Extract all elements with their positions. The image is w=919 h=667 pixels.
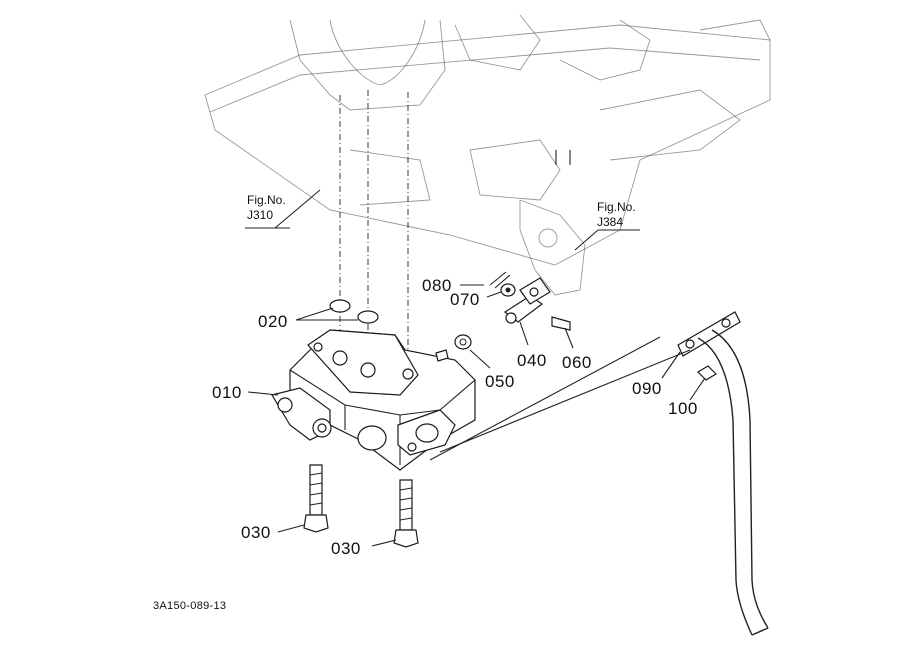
part-label-040: 040 <box>517 351 547 370</box>
drawing-code: 3A150-089-13 <box>153 600 227 612</box>
linkage-parts <box>454 271 571 350</box>
part-label-090: 090 <box>632 379 662 398</box>
pipe-flange <box>677 311 741 357</box>
part-label-050: 050 <box>485 372 515 391</box>
bolt-right <box>393 479 419 548</box>
housing-background <box>204 14 771 296</box>
pipe-bolt-100 <box>697 365 717 381</box>
part-label-100: 100 <box>668 399 698 418</box>
fig-ref-j384-line1: Fig.No. <box>597 200 636 214</box>
part-label-030-left: 030 <box>241 523 271 542</box>
part-label-060: 060 <box>562 353 592 372</box>
leader-lines <box>245 189 706 547</box>
fig-ref-j310: Fig.No. J310 <box>247 193 286 223</box>
part-label-070: 070 <box>450 290 480 309</box>
pin-060 <box>551 316 571 331</box>
bolt-left <box>303 464 329 533</box>
fig-ref-j310-line1: Fig.No. <box>247 193 286 207</box>
control-valve-body <box>271 329 476 471</box>
part-label-030-right: 030 <box>331 539 361 558</box>
o-ring-upper <box>329 299 351 313</box>
fig-ref-j310-line2: J310 <box>247 208 274 222</box>
alignment-lines <box>339 90 571 370</box>
fig-ref-j384: Fig.No. J384 <box>597 200 636 230</box>
part-label-080: 080 <box>422 276 452 295</box>
fig-ref-j384-line2: J384 <box>597 215 624 229</box>
hydraulic-pipe <box>429 311 769 636</box>
part-label-010: 010 <box>212 383 242 402</box>
o-ring-lower <box>357 310 379 324</box>
part-label-020: 020 <box>258 312 288 331</box>
